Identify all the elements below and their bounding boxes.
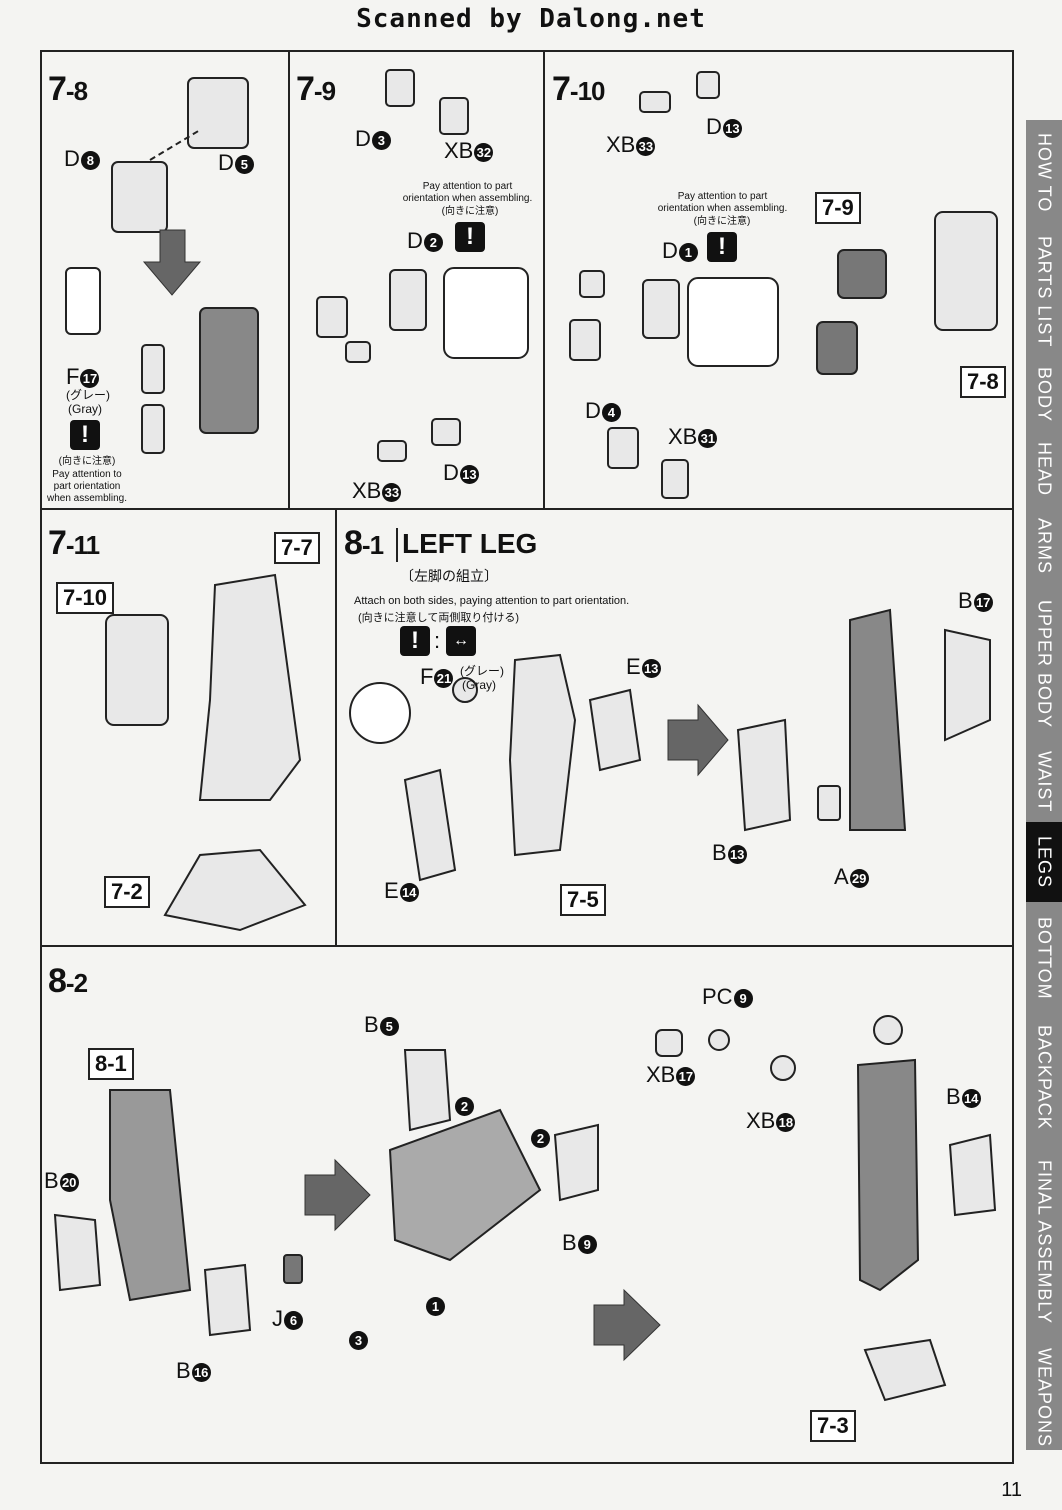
note-jp-710: (向きに注意) [693,216,751,227]
order-marker-2b: 2 [530,1124,550,1150]
step-7-9-title: 7-9 [296,70,336,108]
ref-7-3: 7-3 [810,1410,856,1442]
ref-7-10: 7-10 [56,582,115,614]
warning-icon: ! [70,420,100,450]
side-tab-arms[interactable]: ARMS [1026,506,1062,589]
divider-row2 [40,945,1014,947]
title-separator [396,528,398,562]
side-tab-waist[interactable]: WAIST [1026,742,1062,824]
warning-icon: ! [455,222,485,252]
section-title-jp: 〔左脚の組立〕 [400,568,498,584]
note-en-710: Pay attention to part orientation when a… [657,191,788,214]
note-jp-78: (向きに注意) [58,456,116,467]
side-tab-legs[interactable]: LEGS [1026,822,1062,904]
gray-label-en: (Gray) [68,402,102,416]
warning-icon: ! [707,232,737,262]
side-tab-how-to[interactable]: HOW TO [1026,120,1062,227]
section-title-left-leg: LEFT LEG [402,528,538,559]
side-tab-body[interactable]: BODY [1026,358,1062,434]
note-en-78: Pay attention to part orientation when a… [46,469,128,504]
divider-711-81 [335,508,337,947]
step-8-2-title: 8-2 [48,962,88,1000]
colon-separator: : [434,628,441,653]
ref-7-5: 7-5 [560,884,606,916]
ref-8-1: 8-1 [88,1048,134,1080]
side-tab-head[interactable]: HEAD [1026,432,1062,508]
instruction-en: Attach on both sides, paying attention t… [354,595,630,607]
ref-7-8: 7-8 [960,366,1006,398]
order-marker-3: 3 [348,1326,368,1352]
gray-label-jp: (グレー) [460,664,504,678]
side-tab-parts-list[interactable]: PARTS LIST [1026,225,1062,360]
instruction-jp: (向きに注意して両側取り付ける) [358,612,519,624]
side-tab-weapons[interactable]: WEAPONS [1026,1345,1062,1452]
side-tab-backpack[interactable]: BACKPACK [1026,1015,1062,1142]
page-number: 11 [1001,1479,1022,1501]
gray-label-en: (Gray) [462,678,496,692]
step-8-1-title: 8-1 [344,524,384,562]
warning-icon: ! [400,626,430,656]
page-header: Scanned by Dalong.net [356,4,706,34]
ref-7-9: 7-9 [815,192,861,224]
instruction-frame [40,50,1014,1464]
gray-label-jp: (グレー) [66,388,110,402]
note-jp-79: (向きに注意) [441,206,499,217]
ref-7-7: 7-7 [274,532,320,564]
step-7-8-title: 7-8 [48,70,88,108]
ref-7-2: 7-2 [104,876,150,908]
step-7-10-title: 7-10 [552,70,605,108]
order-marker-1: 1 [425,1292,445,1318]
orientation-icon: ↔ [446,626,476,656]
side-tab-final-assembly[interactable]: FINAL ASSEMBLY [1026,1140,1062,1347]
side-tab-upper-body[interactable]: UPPER BODY [1026,587,1062,744]
note-en-79: Pay attention to part orientation when a… [402,181,533,204]
divider-row1 [40,508,1014,510]
step-7-11-title: 7-11 [48,524,100,562]
side-tab-bottom[interactable]: BOTTOM [1026,902,1062,1017]
order-marker-2a: 2 [454,1092,474,1118]
divider-78-79 [288,50,290,510]
divider-79-710 [543,50,545,510]
